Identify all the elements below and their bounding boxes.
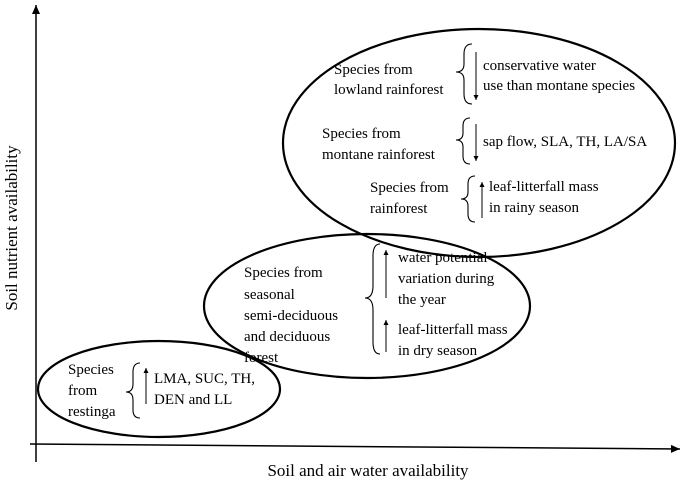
restinga-group: Species from restinga LMA, SUC, TH, DEN … — [68, 362, 259, 420]
rainforest-trait-text: leaf-litterfall mass in rainy season — [489, 179, 602, 216]
lowland-rainforest-group: Species from lowland rainforest conserva… — [334, 43, 635, 105]
seasonal-group-label: Species from seasonal semi-deciduous and… — [244, 265, 342, 366]
rainforest-group: Species from rainforest leaf-litterfall … — [370, 175, 602, 223]
lowland-trait-text: conservative water use than montane spec… — [483, 58, 635, 94]
x-axis-label: Soil and air water availability — [267, 461, 469, 480]
lowland-group-label: Species from lowland rainforest — [334, 62, 444, 98]
lowland-brace — [455, 43, 473, 105]
montane-brace — [455, 117, 471, 165]
seasonal-forest-ellipse — [202, 232, 532, 380]
restinga-group-label: Species from restinga — [68, 362, 118, 420]
montane-trait-text: sap flow, SLA, TH, LA/SA — [483, 134, 647, 150]
seasonal-trait-text-2: leaf-litterfall mass in dry season — [398, 322, 511, 359]
y-axis-label: Soil nutrient availability — [2, 145, 21, 311]
montane-rainforest-group: Species from montane rainforest sap flow… — [322, 117, 647, 165]
restinga-ellipse — [36, 339, 282, 439]
rainforest-group-label: Species from rainforest — [370, 180, 452, 217]
seasonal-brace — [364, 243, 381, 355]
x-axis-line — [29, 443, 681, 453]
restinga-brace — [125, 362, 141, 419]
montane-group-label: Species from montane rainforest — [322, 126, 436, 163]
seasonal-forest-group: Species from seasonal semi-deciduous and… — [244, 243, 511, 366]
rainforest-ellipse — [281, 27, 677, 259]
restinga-trait-text: LMA, SUC, TH, DEN and LL — [154, 371, 259, 408]
rainforest-brace — [460, 175, 476, 223]
seasonal-trait-text-1: water potential variation during the yea… — [398, 250, 498, 308]
